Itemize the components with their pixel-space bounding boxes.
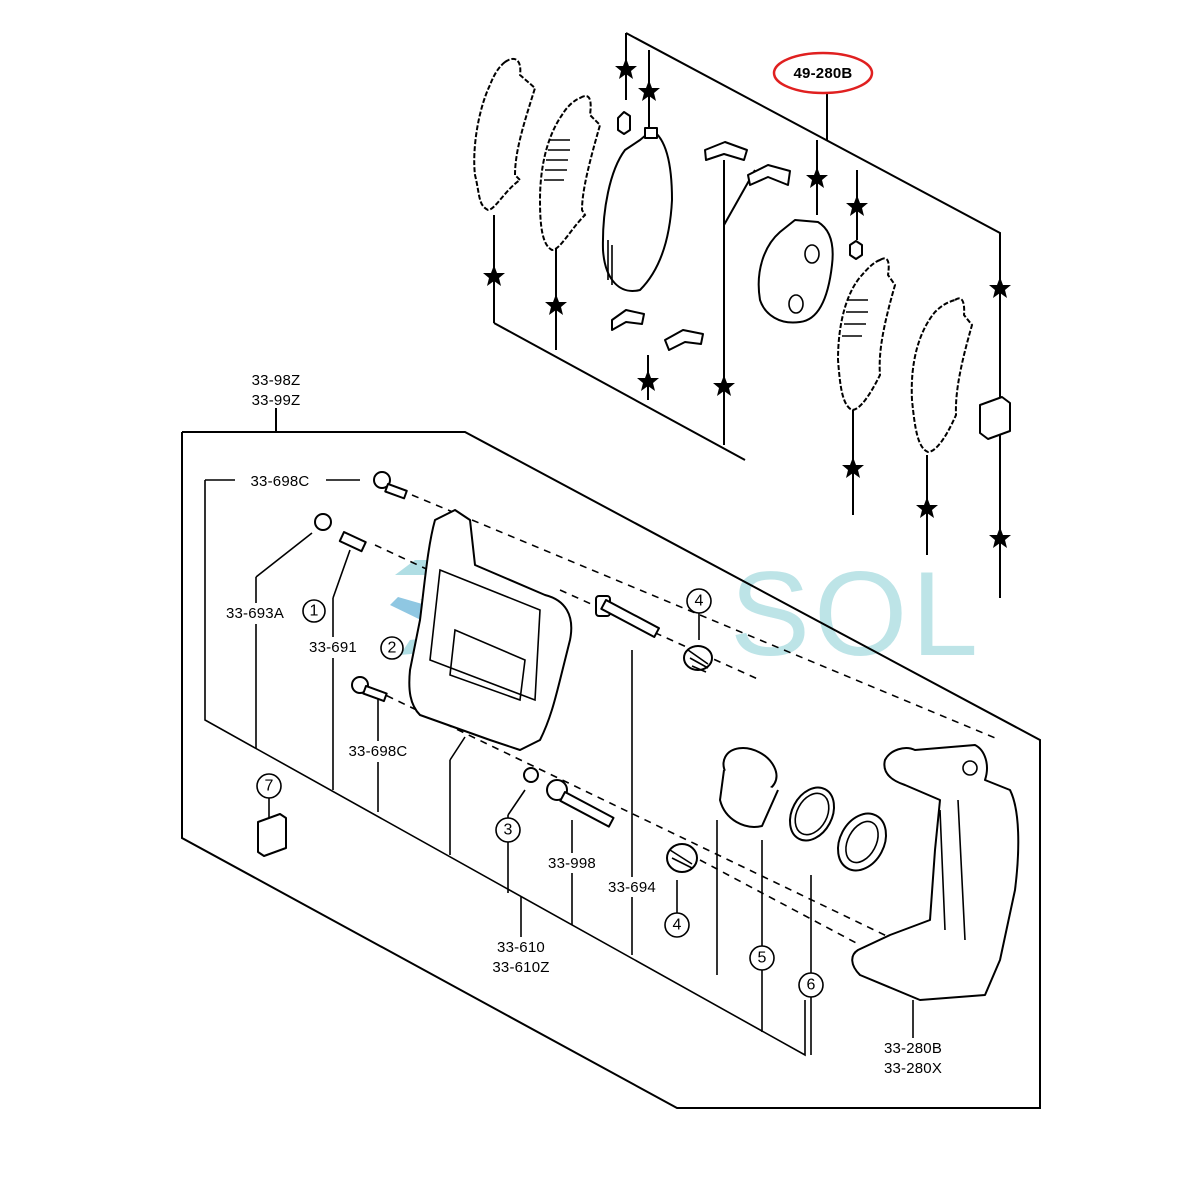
guide-pin-upper [595, 595, 660, 638]
guide-pin-lower [546, 779, 615, 828]
anti-rattle-clip-2 [747, 164, 791, 186]
star-icon [806, 167, 828, 188]
pad-tab [644, 127, 658, 139]
part-label-caliper-assy-1[interactable]: 33-98Z [252, 372, 301, 389]
callout-1-number: 1 [310, 603, 319, 620]
star-icon [637, 370, 659, 391]
star-icon [615, 58, 637, 79]
watermark-text: SOL [730, 547, 982, 681]
leader-lines [255, 532, 914, 1055]
wear-sensor [257, 813, 287, 857]
caliper-parts [257, 471, 1020, 1001]
piston-seal [788, 786, 836, 842]
caliper-frame [181, 408, 1041, 1109]
star-markers [483, 58, 1011, 548]
shim-right-outer [910, 297, 974, 454]
star-icon [842, 457, 864, 478]
part-label-guide-pin-upper[interactable]: 33-694 [608, 879, 656, 896]
anti-rattle-clip-4 [664, 329, 704, 351]
star-icon [713, 375, 735, 396]
caliper-bracket [851, 744, 1020, 1001]
callout-5-number: 5 [758, 950, 767, 967]
callout-4-upper[interactable]: 4 [686, 588, 712, 614]
dust-cap [523, 767, 539, 783]
dust-boot [837, 812, 887, 872]
part-label-caliper-assy-2[interactable]: 33-99Z [252, 392, 301, 409]
shim-left-outer [473, 57, 537, 212]
anti-rattle-clip-3 [611, 309, 645, 331]
callout-4-lower[interactable]: 4 [664, 912, 690, 938]
star-icon [916, 497, 938, 518]
callout-1[interactable]: 1 [302, 599, 326, 623]
bolt-top [373, 471, 408, 500]
star-icon [989, 527, 1011, 548]
callout-6-number: 6 [807, 977, 816, 994]
callout-4-upper-number: 4 [695, 593, 704, 610]
bleeder-screw [338, 531, 367, 553]
pad-kit-parts [473, 57, 1011, 454]
part-label-bleeder-screw[interactable]: 33-691 [309, 639, 357, 656]
highlight-circle [772, 51, 874, 95]
highlighted-pad-kit-label[interactable]: 49-280B [772, 51, 874, 95]
callout-4-lower-number: 4 [673, 917, 682, 934]
pad-clip-right [849, 240, 863, 260]
callout-5[interactable]: 5 [749, 945, 775, 971]
star-icon [638, 80, 660, 101]
bleeder-cap [314, 513, 332, 531]
callout-2[interactable]: 2 [380, 636, 404, 660]
callout-6[interactable]: 6 [798, 972, 824, 998]
shim-left-inner [538, 95, 602, 252]
shim-right-inner [836, 257, 897, 412]
part-label-bracket-2[interactable]: 33-280X [884, 1060, 942, 1077]
part-label-pad-kit[interactable]: 49-280B [794, 65, 853, 82]
star-icon [545, 294, 567, 315]
callouts: 1 2 3 4 4 5 6 7 [256, 588, 824, 998]
part-label-bolt-top[interactable]: 33-698C [251, 473, 310, 490]
callout-2-number: 2 [388, 640, 397, 657]
bolt-bottom [351, 676, 388, 703]
star-icon [483, 265, 505, 286]
callout-3[interactable]: 3 [495, 817, 521, 843]
piston [719, 746, 779, 828]
brake-pad-right [757, 219, 834, 324]
callout-3-number: 3 [504, 822, 513, 839]
star-icon [846, 195, 868, 216]
part-label-bolt-bottom[interactable]: 33-698C [349, 743, 408, 760]
anti-rattle-clip-1 [704, 141, 748, 161]
callout-7[interactable]: 7 [256, 773, 282, 799]
caliper-body [408, 509, 573, 751]
guide-pin-boot-upper [683, 645, 713, 671]
pad-clip-top [617, 111, 631, 135]
brake-pad-left [601, 129, 673, 292]
part-label-guide-pin-lower[interactable]: 33-998 [548, 855, 596, 872]
part-label-bleeder-cap[interactable]: 33-693A [226, 605, 284, 622]
part-label-caliper-body-1[interactable]: 33-610 [497, 939, 545, 956]
star-icon [989, 277, 1011, 298]
wear-indicator [979, 396, 1011, 440]
part-label-bracket-1[interactable]: 33-280B [884, 1040, 942, 1057]
callout-7-number: 7 [265, 778, 274, 795]
part-label-caliper-body-2[interactable]: 33-610Z [492, 959, 549, 976]
